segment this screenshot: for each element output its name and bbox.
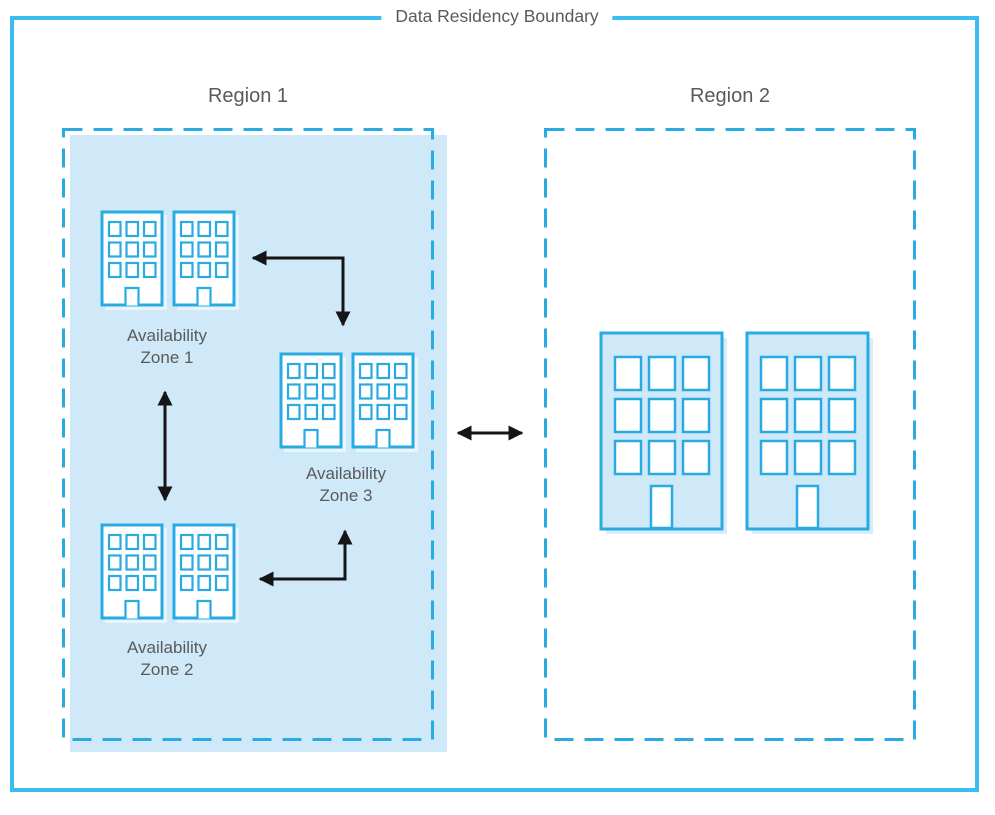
az3-label-line2: Zone 3 bbox=[319, 486, 373, 505]
building-icon bbox=[172, 523, 241, 625]
region-1-boundary bbox=[62, 128, 434, 741]
building-icon bbox=[172, 210, 241, 312]
building-icon bbox=[100, 210, 169, 312]
region-1-label: Region 1 bbox=[207, 85, 289, 107]
availability-zone-2-label: Availability Zone 2 bbox=[127, 637, 207, 681]
building-icon bbox=[100, 523, 169, 625]
region-2-label: Region 2 bbox=[689, 85, 771, 107]
availability-zone-3-label: Availability Zone 3 bbox=[306, 463, 386, 507]
double-headed-arrow-icon-az2-az3 bbox=[258, 529, 353, 587]
az1-label-line1: Availability bbox=[126, 326, 208, 345]
availability-zone-1-label: Availability Zone 1 bbox=[127, 325, 207, 369]
building-icon bbox=[599, 331, 729, 536]
building-icon bbox=[351, 352, 420, 454]
az1-label-line2: Zone 1 bbox=[140, 348, 194, 367]
az3-label-line1: Availability bbox=[305, 464, 387, 483]
az2-label-line2: Zone 2 bbox=[140, 660, 194, 679]
double-headed-arrow-icon-az1-az3 bbox=[251, 250, 351, 327]
az2-label-line1: Availability bbox=[126, 638, 208, 657]
building-icon bbox=[745, 331, 875, 536]
boundary-title: Data Residency Boundary bbox=[381, 3, 613, 29]
building-icon bbox=[279, 352, 348, 454]
region-2-boundary bbox=[544, 128, 916, 741]
